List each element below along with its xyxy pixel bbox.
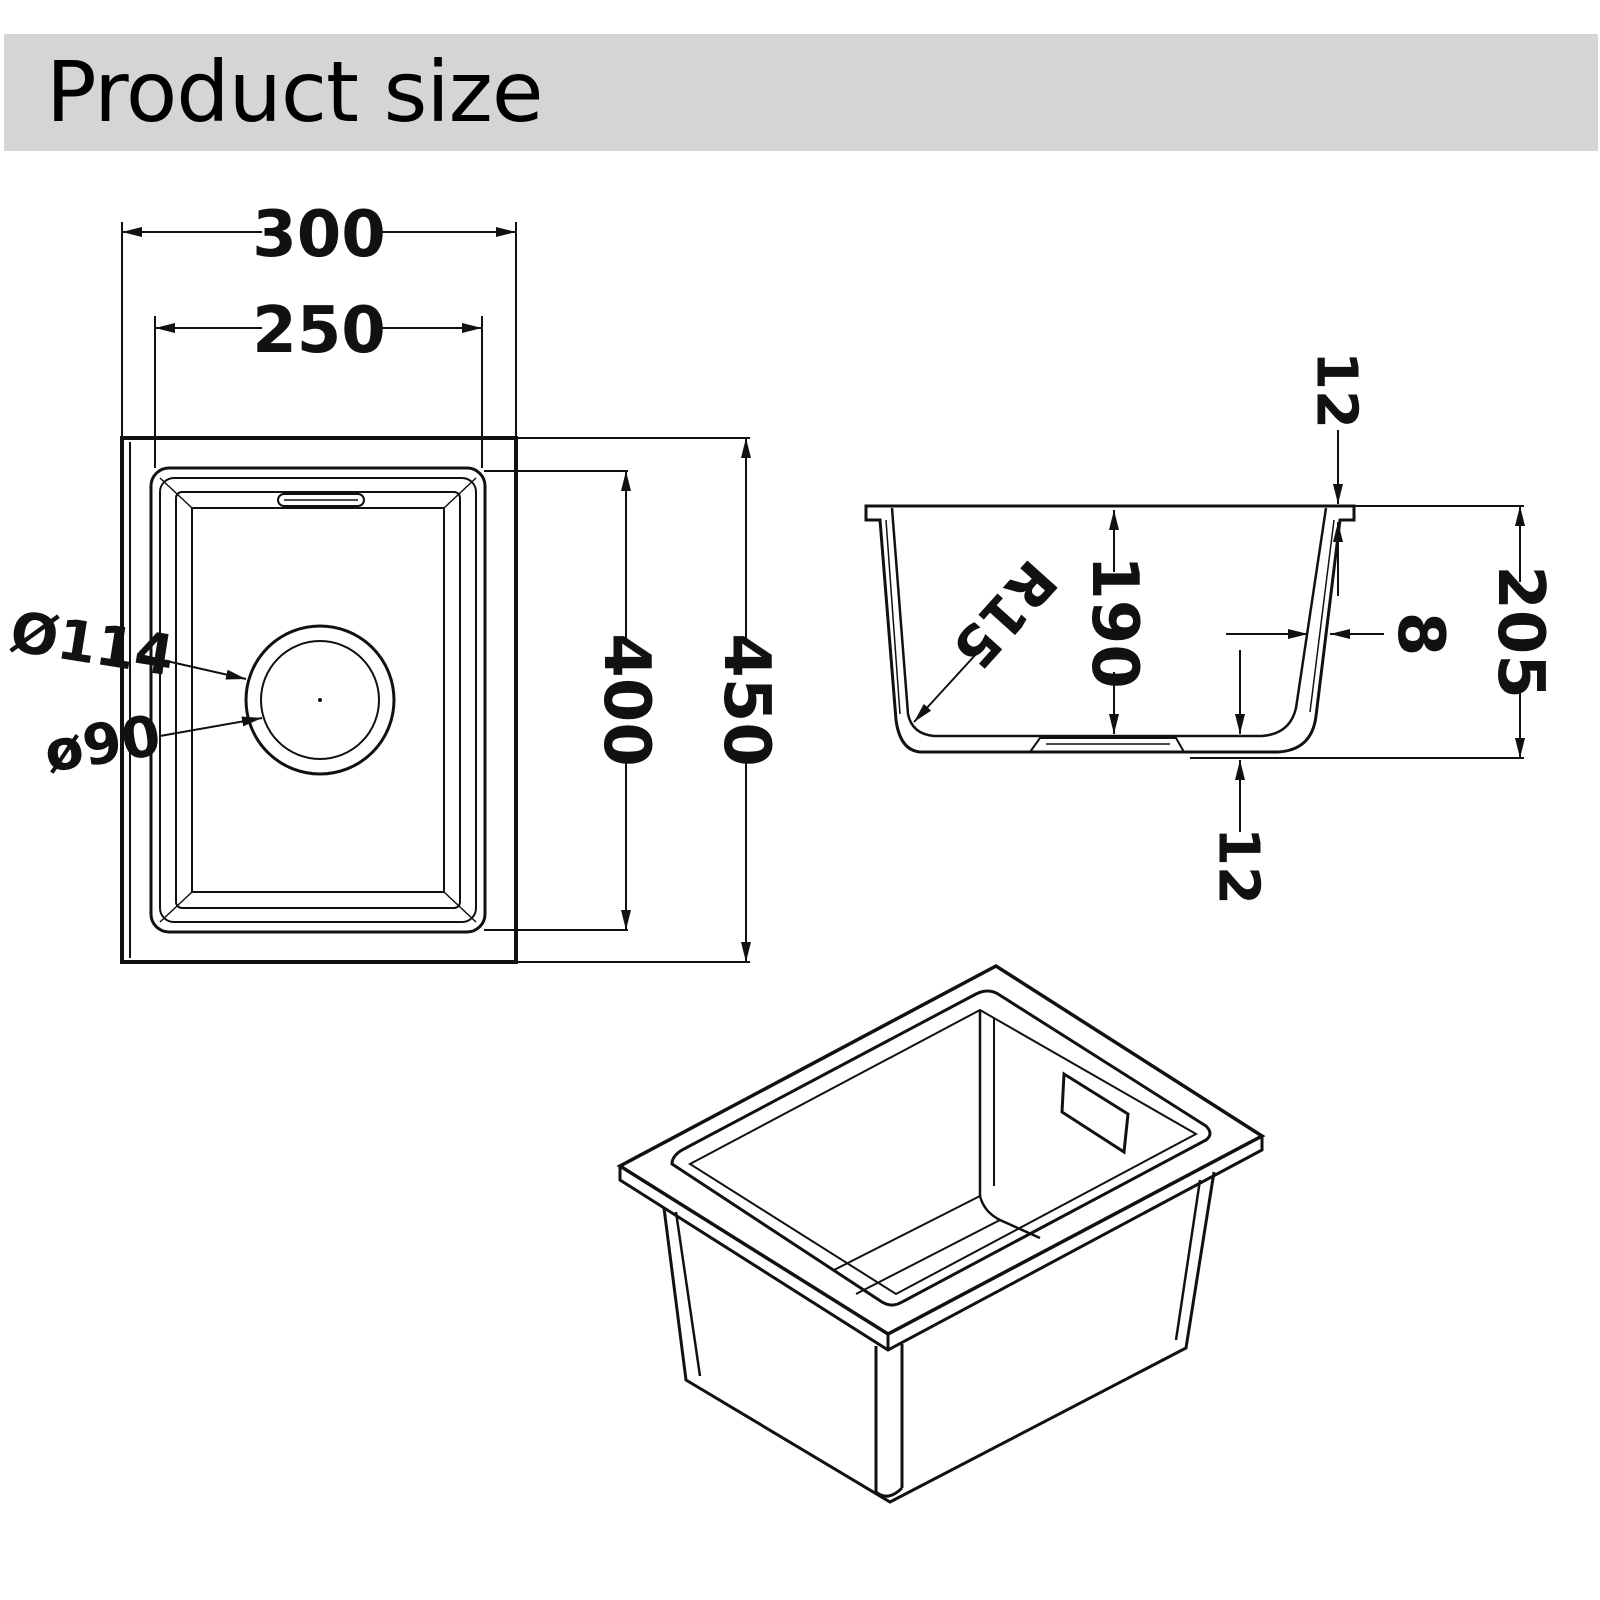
dim-outer-length: 450 [709, 633, 783, 767]
header-bar [4, 34, 1598, 151]
dim-bottom-thickness: 12 [1206, 827, 1271, 905]
dim-inner-depth: 190 [1077, 555, 1151, 689]
dim-outer-width: 300 [252, 198, 386, 272]
dim-drain-diameter: ø90 [40, 703, 165, 785]
page-title: Product size [46, 43, 544, 141]
dim-inner-length: 400 [589, 633, 663, 767]
dim-wall-thickness: 8 [1383, 612, 1457, 657]
top-view: 300 250 Ø114 ø90 400 [6, 198, 783, 964]
dim-inner-width: 250 [252, 294, 386, 368]
dim-corner-radius: R15 [939, 547, 1068, 680]
dim-rim-thickness-top: 12 [1304, 351, 1369, 429]
section-view: 12 205 190 R15 8 12 [864, 351, 1557, 905]
dim-total-depth: 205 [1483, 565, 1557, 699]
isometric-view [616, 963, 1266, 1504]
dim-overflow-diameter: Ø114 [6, 600, 179, 690]
